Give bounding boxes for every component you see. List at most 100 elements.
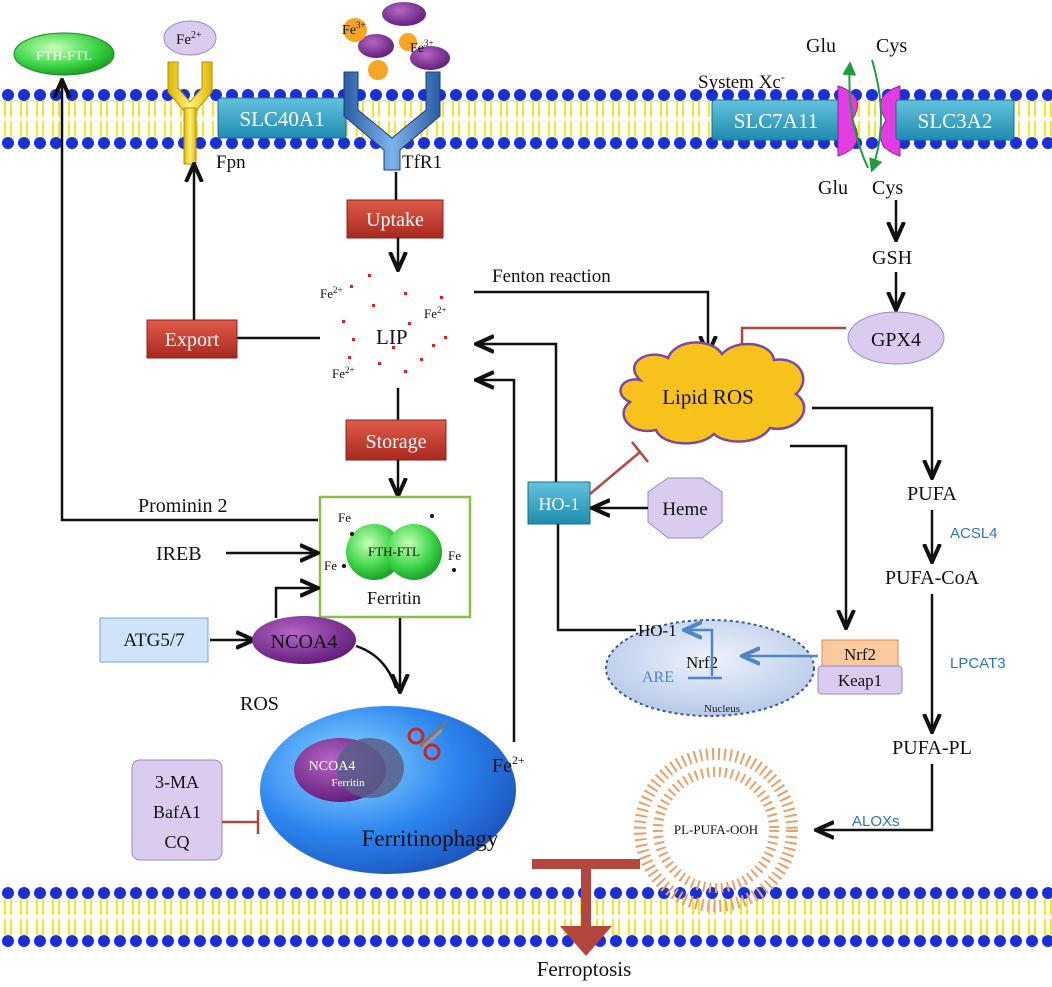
transferrin-icon-2 xyxy=(358,34,394,58)
transferrin-icon-3 xyxy=(410,46,450,70)
storage-label: Storage xyxy=(365,431,426,453)
lpcat3-label: LPCAT3 xyxy=(950,655,1006,672)
keap1-label: Keap1 xyxy=(838,671,882,690)
heme-label: Heme xyxy=(662,499,707,520)
slc7a11-label: SLC7A11 xyxy=(734,109,818,133)
ferritin-label: Ferritin xyxy=(367,588,421,608)
aloxs-label: ALOXs xyxy=(852,813,900,830)
acsl4-label: ACSL4 xyxy=(950,525,998,542)
keap1-box xyxy=(817,665,903,695)
nucleus-nrf2-label: Nrf2 xyxy=(686,653,718,672)
fe3-ion-icon-3 xyxy=(368,60,388,80)
fe3-ion-icon-2 xyxy=(399,33,417,51)
nucleus-label: Nucleus xyxy=(704,703,740,715)
inhibitor-1: 3-MA xyxy=(155,772,199,792)
ferritin-dot-3 xyxy=(342,564,346,568)
tfr1-icon xyxy=(343,71,441,171)
exported-ferritin-label: FTH-FTL xyxy=(36,49,92,64)
lipid-ros-to-nrf2-arrow xyxy=(790,444,846,626)
fe3-ion-label-b: Fe3+ xyxy=(410,38,434,56)
tfr1-label: TfR1 xyxy=(402,152,442,173)
ncoa4-icon xyxy=(252,616,356,664)
fe2-release-arrow xyxy=(478,380,516,742)
fenton-arrow xyxy=(474,290,708,352)
liposome-outer xyxy=(634,748,798,912)
ferritin-sphere-right xyxy=(386,524,442,580)
pl-pufa-ooh-label: PL-PUFA-OOH xyxy=(674,822,758,837)
ncoa4-to-ferritinophagy-arrow xyxy=(355,644,398,689)
cys-in-label: Cys xyxy=(876,35,907,57)
gpx4-label: GPX4 xyxy=(871,329,921,351)
export-box xyxy=(146,319,238,359)
ferritin-core-label: FTH-FTL xyxy=(368,544,420,559)
ferritin-complex-icon xyxy=(336,738,404,798)
ferritin-dot-4 xyxy=(452,568,456,572)
ncoa4-to-ferritin-arrow xyxy=(274,588,316,618)
glu-out-label: Glu xyxy=(806,35,836,57)
gsh-label: GSH xyxy=(872,247,912,269)
inhibitor-3: CQ xyxy=(164,832,189,852)
glu-in-label: Glu xyxy=(818,177,848,199)
ho1-label: HO-1 xyxy=(539,494,580,514)
slc40a1-label: SLC40A1 xyxy=(239,107,324,131)
prominin-label: Prominin 2 xyxy=(138,495,227,517)
storage-box xyxy=(345,419,447,461)
ferroportin-icon xyxy=(167,61,213,165)
ferritin-sphere-left xyxy=(346,524,402,580)
nucleus-icon xyxy=(605,619,815,717)
glu-export-arrow xyxy=(842,61,869,169)
ros-label: ROS xyxy=(240,693,279,715)
nrf2-out-label: Nrf2 xyxy=(844,645,876,664)
lip-fe-c: Fe2+ xyxy=(332,365,355,381)
fpn-label: Fpn xyxy=(216,152,246,173)
fe3-ion-label-a: Fe3+ xyxy=(342,20,366,38)
prominin-export-arrow xyxy=(62,82,318,522)
ferritin-dot-2 xyxy=(350,532,354,536)
lip-label: LIP xyxy=(376,325,408,349)
slc3a2-box xyxy=(895,99,1015,141)
ho1-inhibit-line xyxy=(589,451,641,495)
are-label: ARE xyxy=(642,669,674,686)
ferroptosis-label: Ferroptosis xyxy=(537,957,632,981)
nrf2-box xyxy=(821,639,899,667)
liposome-inner xyxy=(653,767,779,893)
cys-out-label: Cys xyxy=(872,177,903,199)
transferrin-icon xyxy=(382,2,426,26)
ferritinophagy-label: Ferritinophagy xyxy=(362,826,499,851)
heme-icon xyxy=(647,477,723,539)
slc3a2-label: SLC3A2 xyxy=(918,109,993,133)
nucleus-ho1-to-ho1-line xyxy=(556,524,636,632)
exported-ferritin-icon xyxy=(13,32,115,76)
fe2-ion-label: Fe2+ xyxy=(176,30,202,48)
ferritin-inner-label: Ferritin xyxy=(332,777,365,789)
lip-fe-b: Fe2+ xyxy=(424,305,447,321)
fenton-label: Fenton reaction xyxy=(492,266,611,287)
fe2-ion-icon xyxy=(163,20,217,56)
lipid-ros-to-pufa-arrow xyxy=(812,406,932,476)
ncoa4-label: NCOA4 xyxy=(271,631,338,653)
lip-iron-dots xyxy=(342,274,447,373)
lipid-ros-cloud-icon xyxy=(619,341,806,445)
ferritin-fe-1: Fe xyxy=(338,510,351,525)
ferritin-dot xyxy=(430,514,434,518)
pufa-label: PUFA xyxy=(907,483,957,505)
ho1-to-lip-arrow xyxy=(478,344,558,482)
ferritin-fe-2: Fe xyxy=(324,558,337,573)
gpx4-icon xyxy=(847,311,945,365)
inhibitors-box xyxy=(131,759,223,861)
fe3-ion-icon xyxy=(343,18,367,42)
pufa-pl-label: PUFA-PL xyxy=(892,737,972,759)
lip-fe-a: Fe2+ xyxy=(320,285,343,301)
ho1-inhibit-bar xyxy=(631,441,649,463)
plasma-membrane-bottom xyxy=(0,886,1052,948)
scissors-icon xyxy=(407,720,448,761)
xc-transporter-icon xyxy=(837,85,901,157)
uptake-label: Uptake xyxy=(366,209,424,231)
atg-label: ATG5/7 xyxy=(123,630,184,651)
fe2-release-label: Fe2+ xyxy=(492,753,525,777)
ireb-label: IREB xyxy=(156,543,202,565)
export-label: Export xyxy=(165,329,220,351)
are-to-ho1-arrow xyxy=(686,630,714,676)
